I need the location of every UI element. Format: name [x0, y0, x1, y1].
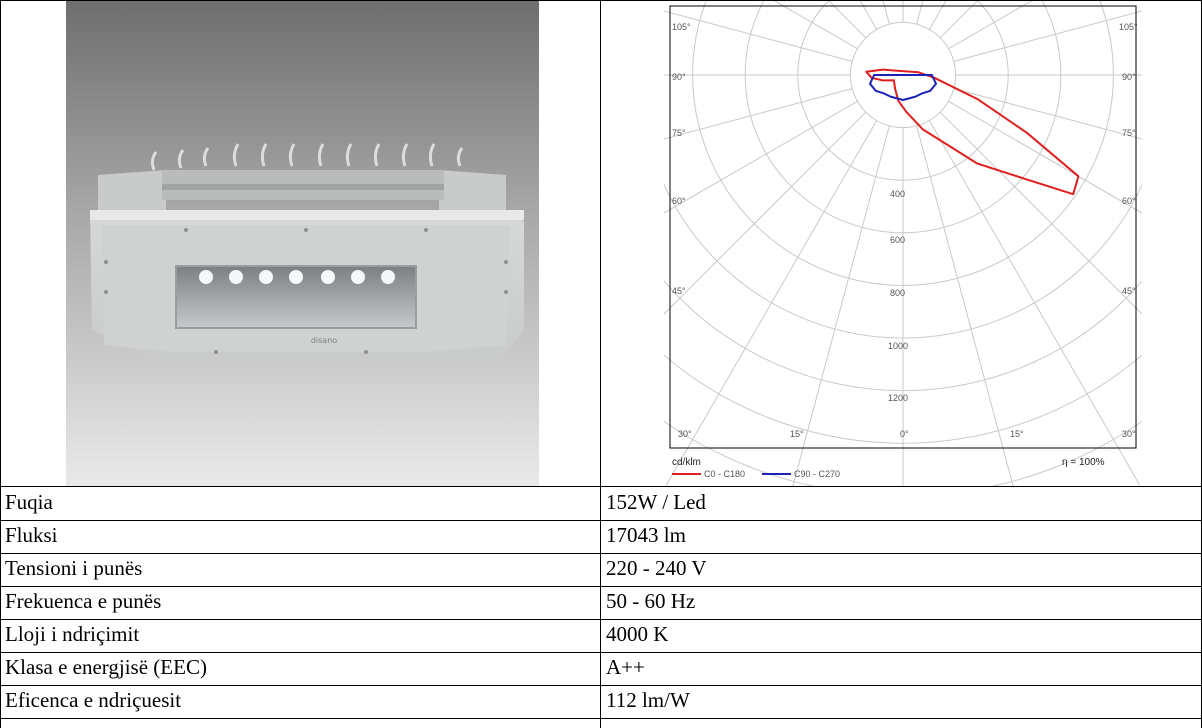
angle-label-90-right: 90° — [1122, 72, 1136, 82]
efficiency-label: η = 100% — [1062, 457, 1105, 468]
polar-spoke — [772, 0, 858, 50]
led-array — [199, 270, 395, 284]
angle-label-75-left: 75° — [672, 128, 686, 138]
polar-spoke — [665, 120, 878, 486]
spec-label: Eficenca e ndriçuesit — [5, 688, 182, 712]
spec-label: Fluksi — [5, 523, 58, 547]
product-photo: disano — [66, 0, 539, 486]
angle-label-0: 0° — [900, 429, 909, 439]
polar-spoke — [939, 111, 1142, 315]
series-c0-c180-curve — [865, 68, 1080, 196]
angle-label-45-right: 45° — [1122, 286, 1136, 296]
spec-value: A++ — [606, 655, 645, 679]
angle-label-60-right: 60° — [1122, 196, 1136, 206]
legend-label-c0: C0 - C180 — [704, 469, 745, 479]
series-c90-c270-curve — [869, 74, 937, 101]
spec-label: Klasa e energjisë (EEC) — [5, 655, 207, 679]
polar-curves — [865, 68, 1080, 196]
polar-spoke — [664, 88, 853, 140]
polar-spoke — [928, 120, 1141, 486]
spec-label: Frekuenca e punës — [5, 589, 162, 613]
polar-spoke — [664, 111, 867, 315]
angle-label-90-left: 90° — [672, 72, 686, 82]
spec-value: 220 - 240 V — [606, 556, 707, 580]
angle-label-60-left: 60° — [672, 196, 686, 206]
polar-spoke — [664, 100, 858, 214]
spec-value: 4000 K — [606, 622, 669, 646]
legend-label-c90: C90 - C270 — [794, 469, 840, 479]
spec-label: Fuqia — [5, 490, 53, 514]
polar-spoke — [953, 88, 1142, 140]
angle-label-75-right: 75° — [1122, 128, 1136, 138]
cooling-fins — [150, 143, 464, 171]
angle-label-45-left: 45° — [672, 286, 686, 296]
angle-label-30-right: 30° — [1122, 429, 1136, 439]
spec-value: 17043 lm — [606, 523, 686, 547]
angle-label-105-left: 105° — [672, 22, 691, 32]
angle-label-15-left: 15° — [790, 429, 804, 439]
polar-spoke — [664, 10, 853, 62]
radial-label-600: 600 — [890, 235, 905, 245]
polar-spoke — [792, 125, 890, 486]
polar-spoke — [916, 125, 1014, 486]
polar-frame — [669, 5, 1137, 449]
polar-spoke — [948, 0, 1034, 50]
spec-value: 112 lm/W — [606, 688, 690, 712]
spec-label: Lloji i ndriçimit — [5, 622, 140, 646]
angle-label-15-right: 15° — [1010, 429, 1024, 439]
angle-label-105-right: 105° — [1119, 22, 1138, 32]
polar-light-distribution: 105° 105° 90° 90° 75° 75° 60° 60° 45° 45… — [664, 0, 1142, 486]
unit-label: cd/klm — [672, 457, 701, 468]
radial-label-400: 400 — [890, 189, 905, 199]
polar-spoke — [948, 100, 1142, 214]
radial-label-800: 800 — [890, 288, 905, 298]
brand-mark: disano — [311, 336, 337, 345]
angle-label-30-left: 30° — [678, 429, 692, 439]
spec-value: 152W / Led — [606, 490, 706, 514]
radial-label-1200: 1200 — [888, 393, 908, 403]
radial-label-1000: 1000 — [888, 341, 908, 351]
spec-value: 50 - 60 Hz — [606, 589, 696, 613]
polar-grid — [664, 0, 1142, 486]
polar-spoke — [953, 10, 1142, 62]
spec-label: Tensioni i punës — [5, 556, 143, 580]
